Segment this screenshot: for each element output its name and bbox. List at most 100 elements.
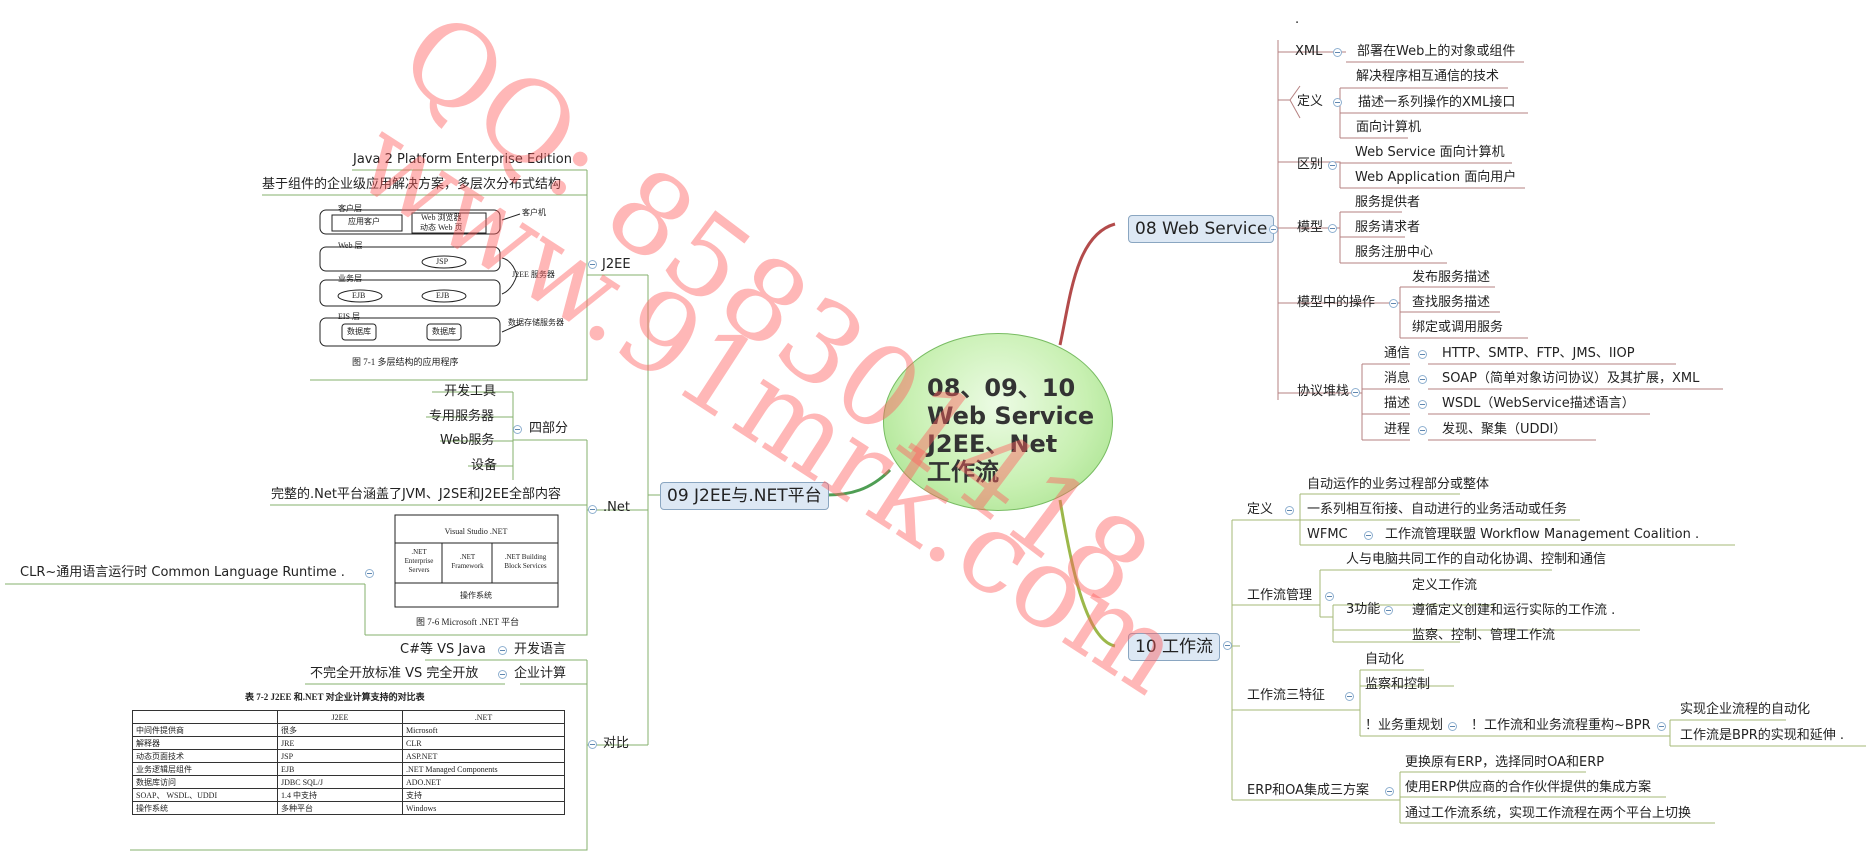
collapse-icon[interactable] [1333, 98, 1342, 107]
ws-stack-key-2[interactable]: 消息 [1384, 371, 1411, 386]
j2ee-item-1[interactable]: Java 2 Platform Enterprise Edition [353, 152, 572, 167]
cmp-row-2-key[interactable]: 企业计算 [514, 666, 567, 681]
wf-bpr-item-1[interactable]: 实现企业流程的自动化 [1680, 702, 1811, 717]
collapse-icon[interactable] [1448, 722, 1457, 731]
collapse-icon[interactable] [588, 505, 597, 514]
collapse-icon[interactable] [498, 646, 507, 655]
net-part-2[interactable]: 专用服务器 [429, 409, 495, 424]
collapse-icon[interactable] [588, 260, 597, 269]
collapse-icon[interactable] [1384, 606, 1393, 615]
collapse-icon[interactable] [1657, 722, 1666, 731]
cmp-row-1-key[interactable]: 开发语言 [514, 642, 567, 657]
collapse-icon[interactable] [1389, 299, 1398, 308]
ws-ops-label[interactable]: 模型中的操作 [1297, 295, 1376, 310]
ws-model-item-1[interactable]: 服务提供者 [1355, 195, 1421, 210]
wf-def-item-1[interactable]: 自动运作的业务过程部分或整体 [1307, 477, 1490, 492]
collapse-icon[interactable] [588, 740, 597, 749]
ws-stack-key-3[interactable]: 描述 [1384, 396, 1411, 411]
collapse-icon[interactable] [1418, 426, 1427, 435]
ws-stack-val-4[interactable]: 发现、聚集（UDDI） [1442, 422, 1567, 437]
wf-mgmt-item[interactable]: 人与电脑共同工作的自动化协调、控制和通信 [1346, 552, 1607, 567]
collapse-icon[interactable] [1345, 692, 1354, 701]
j2ee-item-2[interactable]: 基于组件的企业级应用解决方案，多层次分布式结构 [262, 177, 562, 192]
collapse-icon[interactable] [513, 425, 522, 434]
wf-erp-item-1[interactable]: 更换原有ERP，选择同时OA和ERP [1405, 755, 1605, 770]
wf-feature-1[interactable]: 自动化 [1365, 652, 1405, 667]
collapse-icon[interactable] [1328, 161, 1337, 170]
ws-model-item-2[interactable]: 服务请求者 [1355, 220, 1421, 235]
ws-stack-val-2[interactable]: SOAP（简单对象访问协议）及其扩展，XML [1442, 371, 1700, 386]
topic-j2ee-net[interactable]: 09 J2EE与.NET平台 [660, 482, 829, 510]
ws-xml-item[interactable]: 部署在Web上的对象或组件 [1357, 44, 1516, 59]
net-fig-cell-2: .NET Framework [451, 553, 484, 570]
collapse-icon[interactable] [1269, 225, 1278, 234]
collapse-icon[interactable] [1418, 375, 1427, 384]
net-label[interactable]: .Net [603, 500, 630, 515]
cmp-row-2-text[interactable]: 不完全开放标准 VS 完全开放 [310, 666, 479, 681]
wf-bpr-text[interactable]: ！工作流和业务流程重构~BPR [1471, 718, 1651, 733]
ws-ops-item-3[interactable]: 绑定或调用服务 [1412, 320, 1504, 335]
net-clr-text[interactable]: CLR~通用语言运行时 Common Language Runtime . [20, 565, 345, 580]
wf-func-1[interactable]: 定义工作流 [1412, 578, 1478, 593]
ws-ops-item-2[interactable]: 查找服务描述 [1412, 295, 1491, 310]
collapse-icon[interactable] [1333, 48, 1342, 57]
collapse-icon[interactable] [1325, 592, 1334, 601]
ws-xml-label[interactable]: XML [1295, 44, 1323, 59]
ws-model-label[interactable]: 模型 [1297, 220, 1324, 235]
ws-stack-val-3[interactable]: WSDL（WebService描述语言） [1442, 396, 1635, 411]
collapse-icon[interactable] [1418, 350, 1427, 359]
net-part-1[interactable]: 开发工具 [444, 384, 497, 399]
wf-features-label[interactable]: 工作流三特征 [1247, 688, 1326, 703]
wf-def-label[interactable]: 定义 [1247, 502, 1274, 517]
ws-model-item-3[interactable]: 服务注册中心 [1355, 245, 1434, 260]
table-cell: 数据库访问 [132, 775, 278, 789]
central-topic[interactable] [883, 333, 1113, 511]
ws-def-item-1[interactable]: 解决程序相互通信的技术 [1356, 69, 1500, 84]
collapse-icon[interactable] [1364, 531, 1373, 540]
wf-wfmc-text[interactable]: 工作流管理联盟 Workflow Management Coalition . [1385, 527, 1700, 542]
ws-stack-key-1[interactable]: 通信 [1384, 346, 1411, 361]
ws-diff-item-2[interactable]: Web Application 面向用户 [1355, 170, 1517, 185]
wf-mgmt-label[interactable]: 工作流管理 [1247, 588, 1313, 603]
collapse-icon[interactable] [1418, 400, 1427, 409]
collapse-icon[interactable] [1328, 224, 1337, 233]
ws-def-item-2[interactable]: 描述一系列操作的XML接口 [1358, 95, 1516, 110]
j2ee-label[interactable]: J2EE [602, 257, 631, 272]
net-part-3[interactable]: Web服务 [440, 433, 495, 448]
collapse-icon[interactable] [1351, 388, 1360, 397]
ws-diff-item-1[interactable]: Web Service 面向计算机 [1355, 145, 1505, 160]
wf-erp-item-3[interactable]: 通过工作流系统，实现工作流程在两个平台上切换 [1405, 806, 1692, 821]
net-parts-label[interactable]: 四部分 [529, 421, 569, 436]
collapse-icon[interactable] [498, 670, 507, 679]
wf-bpr-label[interactable]: ！业务重规划 [1365, 718, 1444, 733]
wf-func-3[interactable]: 监察、控制、管理工作流 [1412, 628, 1556, 643]
wf-func-2[interactable]: 遵循定义创建和运行实际的工作流 . [1412, 603, 1616, 618]
ws-ops-item-1[interactable]: 发布服务描述 [1412, 270, 1491, 285]
collapse-icon[interactable] [1223, 641, 1232, 650]
topic-web-service[interactable]: 08 Web Service [1128, 215, 1275, 243]
ws-dot: . [1295, 12, 1300, 27]
wf-feature-2[interactable]: 监察和控制 [1365, 677, 1431, 692]
ws-diff-label[interactable]: 区别 [1297, 157, 1324, 172]
wf-def-item-2[interactable]: 一系列相互衔接、自动进行的业务活动或任务 [1307, 502, 1568, 517]
wf-func-label[interactable]: 3功能 [1346, 602, 1381, 617]
ws-stack-key-4[interactable]: 进程 [1384, 422, 1411, 437]
net-fig-bottom: 操作系统 [460, 591, 492, 600]
wf-erp-item-2[interactable]: 使用ERP供应商的合作伙伴提供的集成方案 [1405, 780, 1652, 795]
ws-def-item-3[interactable]: 面向计算机 [1356, 120, 1422, 135]
collapse-icon[interactable] [1385, 787, 1394, 796]
ws-stack-val-1[interactable]: HTTP、SMTP、FTP、JMS、IIOP [1442, 346, 1635, 361]
cmp-row-1-text[interactable]: C#等 VS Java [400, 642, 486, 657]
net-full-text[interactable]: 完整的.Net平台涵盖了JVM、J2SE和J2EE全部内容 [271, 487, 561, 502]
topic-workflow[interactable]: 10 工作流 [1128, 633, 1221, 661]
wf-erp-label[interactable]: ERP和OA集成三方案 [1247, 783, 1369, 798]
wf-wfmc-label[interactable]: WFMC [1307, 527, 1348, 542]
ws-stack-label[interactable]: 协议堆栈 [1297, 384, 1350, 399]
collapse-icon[interactable] [365, 569, 374, 578]
wf-bpr-item-2[interactable]: 工作流是BPR的实现和延伸 . [1680, 728, 1845, 743]
cmp-label[interactable]: 对比 [603, 736, 630, 751]
ws-def-label[interactable]: 定义 [1297, 94, 1324, 109]
net-part-4[interactable]: 设备 [471, 458, 498, 473]
collapse-icon[interactable] [1285, 506, 1294, 515]
